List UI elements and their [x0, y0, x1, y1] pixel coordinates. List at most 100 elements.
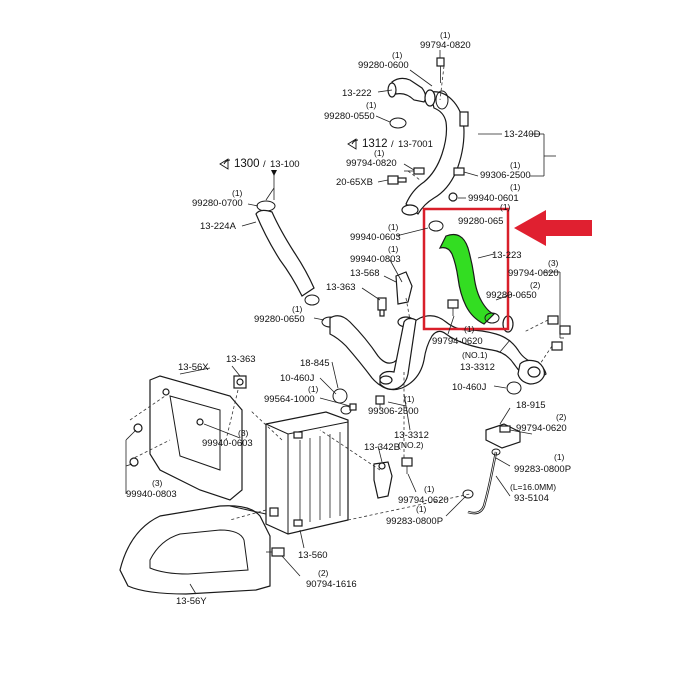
bolt-99306-2500-top	[453, 167, 465, 176]
clamp-99280-065-upper	[428, 220, 444, 232]
label-nut-0803-b: 99940-0803	[126, 489, 177, 500]
part-13-363	[377, 297, 387, 317]
highlight-box	[422, 207, 510, 331]
label-duct-56y: 13-56Y	[176, 596, 207, 607]
label-clamp-0650-r: 99280-0650	[486, 290, 537, 301]
label-nut-0601: 99940-0601	[468, 193, 519, 204]
intercooler-13-560	[265, 411, 349, 535]
label-bolt-0620-c: 99794-0620	[432, 336, 483, 347]
label-hose-222: 13-222	[342, 88, 372, 99]
label-bolt-2500-top-qty: (1)	[510, 160, 521, 170]
label-bolt-0820-b: 99794-0820	[346, 158, 397, 169]
label-clamp-0550: 99280-0550	[324, 111, 375, 122]
label-bolt-0620-b: 99794-0620	[398, 495, 449, 506]
label-clamp-top-qty: (1)	[392, 50, 403, 60]
label-nut-0601-qty: (1)	[510, 182, 521, 192]
part-13-363-b	[233, 375, 247, 389]
bracket-13-568	[395, 271, 413, 305]
label-bolt-0820-b-qty: (1)	[374, 148, 385, 158]
label-oring-460j-a-qty: (1)	[308, 384, 319, 394]
bolt-99306-2500	[375, 395, 385, 410]
pipe-13-3312-no2	[379, 317, 417, 390]
sensor-20-65xb	[387, 175, 407, 185]
label-clamp-0700-qty: (1)	[232, 188, 243, 198]
label-slash-1300: /	[263, 159, 266, 170]
label-clamp-0650-r-qty: (2)	[530, 280, 541, 290]
label-nut-0803-a-qty: (1)	[388, 244, 399, 254]
bolt-99794-0620-bottom	[401, 457, 413, 474]
label-clamp-0800p-b-qty: (1)	[416, 504, 427, 514]
dashed-guides	[129, 65, 553, 521]
hose-13-222	[387, 77, 427, 103]
ref-arrow-icon-1300	[219, 158, 231, 170]
label-bolt-2500: 99306-2500	[368, 406, 419, 417]
label-slash-1312: /	[391, 139, 394, 150]
label-pipe-3312-no2: 13-3312	[394, 430, 429, 441]
label-clamp-0800p-r: 99283-0800P	[514, 464, 571, 475]
label-intercooler-560: 13-560	[298, 550, 328, 561]
label-bolt-1000: 99564-1000	[264, 394, 315, 405]
label-nut-0603-qty: (1)	[388, 222, 399, 232]
duct-13-56y	[119, 505, 271, 595]
oring-18-845	[332, 388, 348, 404]
clamp-lower-in-box	[484, 312, 500, 324]
label-oring-460j-b: 10-460J	[452, 382, 487, 393]
label-pipe-3312-no1-note: (NO.1)	[462, 350, 488, 360]
label-hose-224a: 13-224A	[200, 221, 237, 232]
label-bolt-0620-c-qty: (1)	[464, 324, 475, 334]
label-tube-note: (L=16.0MM)	[510, 482, 556, 492]
label-duct-56x: 13-56X	[178, 362, 209, 373]
clamp-99283-0800p-bottom	[462, 489, 474, 499]
label-clamp-0700: 99280-0700	[192, 198, 243, 209]
label-nut-0803-a: 99940-0803	[350, 254, 401, 265]
label-top-bolt: 99794-0820	[420, 40, 471, 51]
leader-lines	[125, 50, 564, 595]
label-sensor-915: 18-915	[516, 400, 546, 411]
label-clamp-065: 99280-065	[458, 216, 503, 227]
label-clamp-0550-qty: (1)	[366, 100, 377, 110]
ref-arrow-1300-up	[271, 170, 277, 176]
label-oring-460j-a: 10-460J	[280, 373, 315, 384]
label-top-bolt-qty: (1)	[440, 30, 451, 40]
oring-10-460j-right	[506, 381, 522, 395]
tube-93-5104	[467, 448, 501, 515]
label-nut-0603-b: 99940-0603	[202, 438, 253, 449]
nut-99940-0601	[448, 192, 458, 202]
label-clamp-0650-l: 99280-0650	[254, 314, 305, 325]
label-bolt-1616: 90794-1616	[306, 579, 357, 590]
label-bolt-2500-qty: (1)	[404, 394, 415, 404]
pipe-13-240d	[401, 89, 469, 216]
duct-13-56x	[149, 375, 243, 501]
bolt-99794-0620-center	[447, 299, 459, 316]
label-pipe-3312-no1: 13-3312	[460, 362, 495, 373]
label-nut-0603: 99940-0603	[350, 232, 401, 243]
clamp-99280-0700	[256, 200, 276, 212]
ref-arrow-icon-1312	[347, 138, 359, 150]
label-ref-1312: 1312	[362, 138, 388, 150]
bolt-99794-0820-b	[404, 167, 425, 175]
nuts-99940-0803-left	[129, 423, 143, 467]
label-pipe-240d: 13-240D	[504, 129, 541, 140]
bolt-99564-1000	[349, 403, 357, 411]
label-clamp-0650-l-qty: (1)	[292, 304, 303, 314]
pipe-13-3312-no1	[329, 315, 547, 391]
bolts-99794-0620-right	[547, 315, 571, 351]
label-bolt-0620-r: 99794-0620	[508, 268, 559, 279]
label-oring-845: 18-845	[300, 358, 330, 369]
clamp-99280-0550	[389, 117, 407, 129]
label-bolt-2500-top: 99306-2500	[480, 170, 531, 181]
label-nut-0803-b-qty: (3)	[152, 478, 163, 488]
label-tube-5104: 93-5104	[514, 493, 549, 504]
label-ref-100: 13-100	[270, 159, 300, 170]
label-part-363: 13-363	[326, 282, 356, 293]
hose-13-224a	[255, 209, 320, 306]
label-part-363-b: 13-363	[226, 354, 256, 365]
label-bracket-342b: 13-342B	[364, 442, 400, 453]
label-clamp-0800p-r-qty: (1)	[554, 452, 565, 462]
label-bolt-0620-r-qty: (3)	[548, 258, 559, 268]
sensor-18-915	[485, 423, 521, 449]
top-bolt	[436, 57, 445, 83]
hose-13-223-highlighted	[438, 233, 496, 325]
label-clamp-065-qty: (1)	[500, 202, 511, 212]
